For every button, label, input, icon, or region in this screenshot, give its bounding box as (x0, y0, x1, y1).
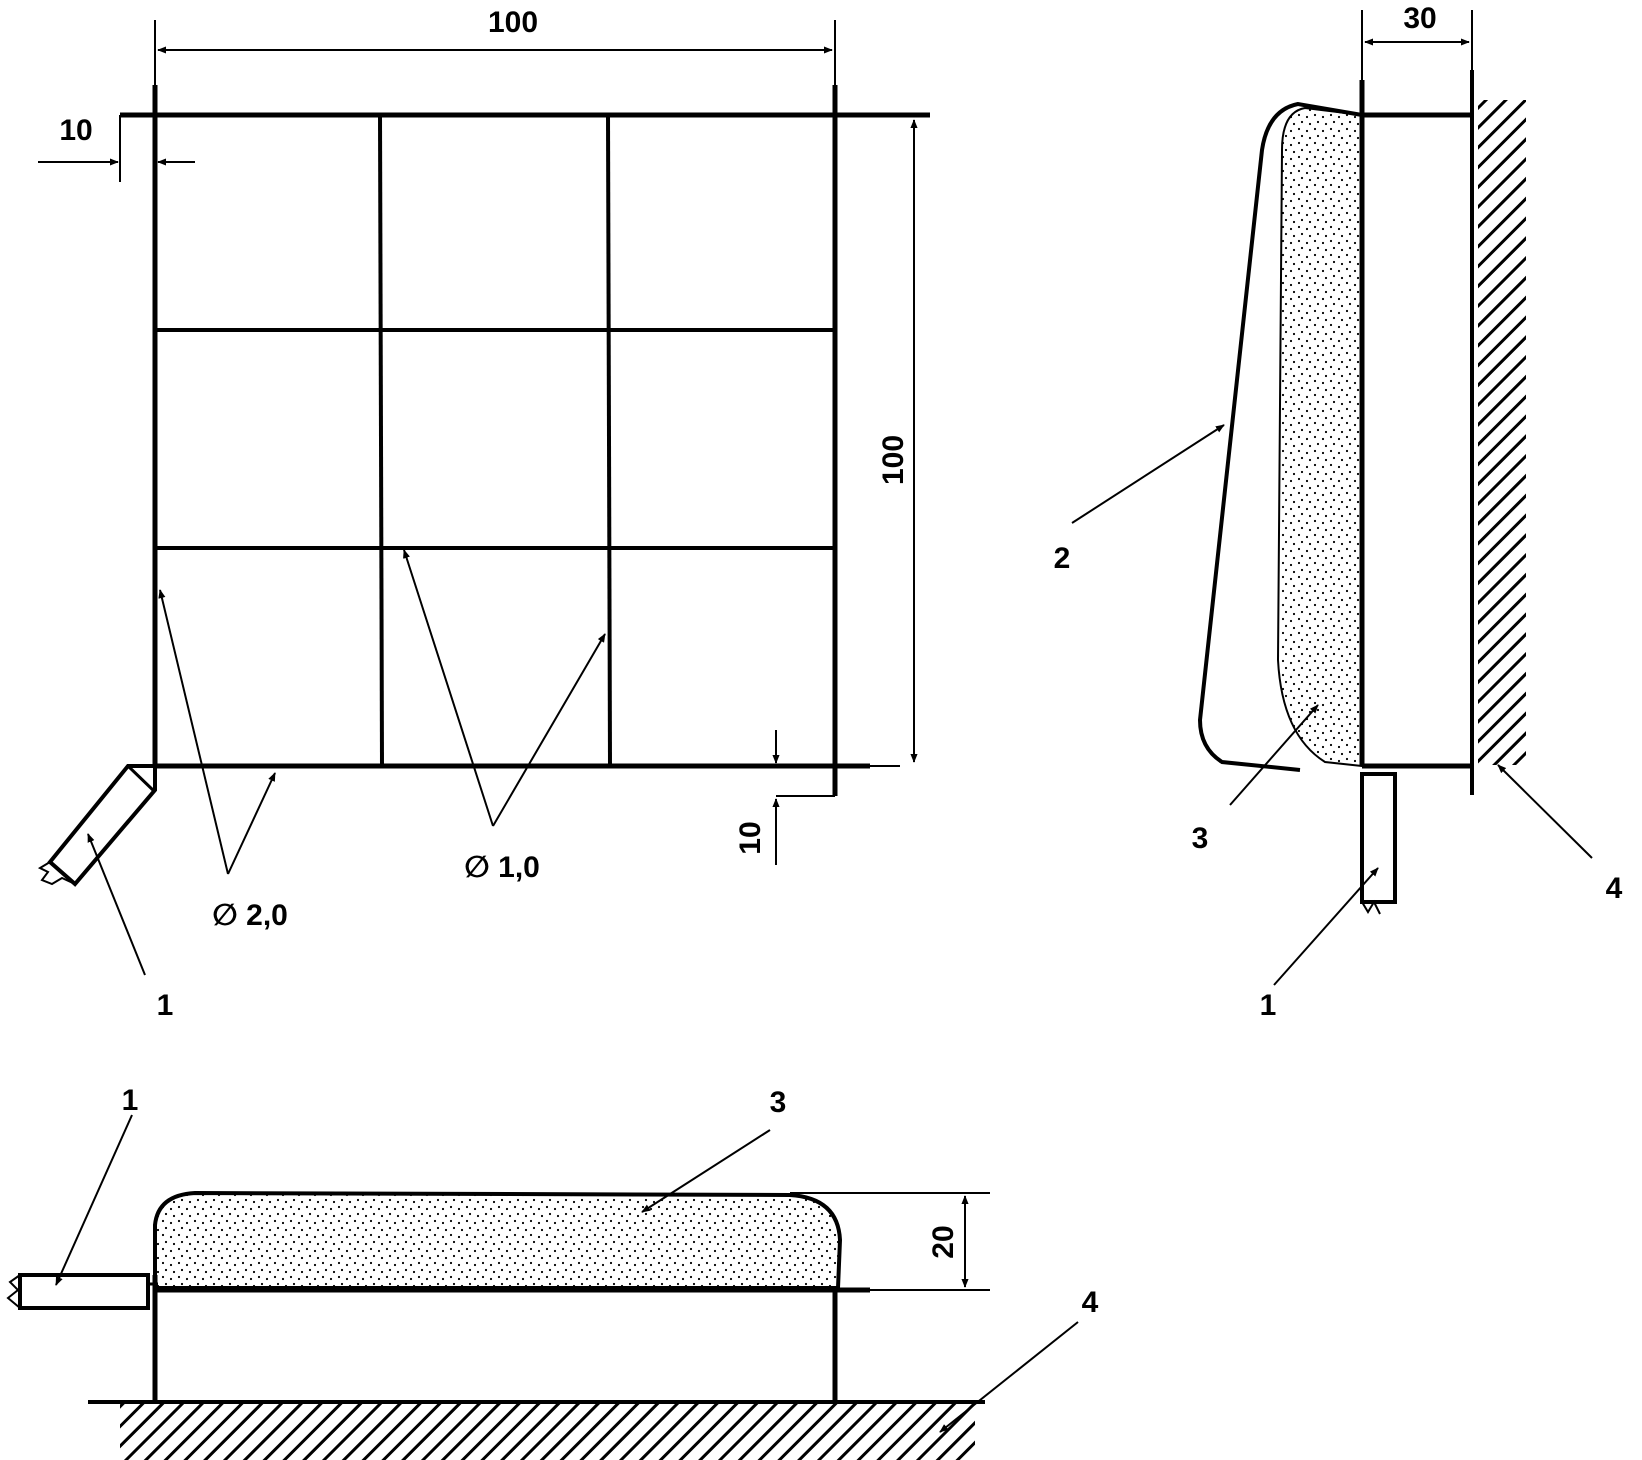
dim-offset-left-label: 10 (59, 114, 92, 147)
sample-side (1276, 106, 1363, 768)
wall-hatched (1478, 100, 1526, 765)
frame-side (1359, 80, 1472, 769)
leader-handle-front (87, 833, 146, 976)
callout-handle-side: 1 (1260, 989, 1277, 1022)
dim-depth (1361, 10, 1473, 80)
leader-handle-bottom (55, 1114, 133, 1286)
dim-height-label: 100 (877, 435, 910, 485)
grid-thin-wire (155, 114, 835, 767)
leader-sample-side (1229, 704, 1319, 806)
cover-side (1197, 101, 1363, 772)
dim-height (870, 114, 930, 767)
callout-sample-side: 3 (1192, 822, 1209, 855)
dim-offset-bottom (772, 730, 835, 865)
callout-sample-top: 3 (770, 1086, 787, 1119)
dim-depth-label: 30 (1403, 2, 1436, 35)
base-hatched (120, 1402, 975, 1460)
leader-sample-top (641, 1129, 771, 1213)
dim-thickness (790, 1192, 990, 1291)
handle-front (37, 764, 157, 887)
dim-width-label: 100 (488, 6, 538, 39)
leader-thick-wire (158, 589, 276, 875)
front-view: 100 100 10 10 ∅ 2,0 (37, 6, 930, 1022)
sample-top (153, 1190, 843, 1290)
wire-thin-label: ∅ 1,0 (464, 851, 540, 884)
handle-side (1360, 772, 1397, 915)
dim-offset-left (38, 115, 195, 182)
frame-bottom (152, 1275, 870, 1402)
handle-bottom (6, 1273, 158, 1310)
dim-width (154, 20, 836, 85)
leader-wall (1497, 764, 1593, 859)
callout-handle-front: 1 (157, 989, 174, 1022)
callout-handle-bottom: 1 (122, 1084, 139, 1117)
side-view: 30 2 3 4 1 (1054, 2, 1623, 1022)
leader-thin-wire (403, 549, 606, 827)
callout-wall: 4 (1606, 872, 1623, 905)
bottom-view: 20 1 3 4 (6, 1084, 1099, 1460)
leader-base (939, 1321, 1079, 1433)
dim-thickness-label: 20 (927, 1225, 960, 1258)
wire-thick-label: ∅ 2,0 (212, 899, 288, 932)
leader-cover (1071, 424, 1225, 524)
callout-base: 4 (1082, 1286, 1099, 1319)
callout-cover: 2 (1054, 542, 1071, 575)
dim-offset-bottom-label: 10 (734, 821, 767, 854)
frame-thick-wire (120, 85, 930, 796)
leader-handle-side (1273, 867, 1379, 986)
